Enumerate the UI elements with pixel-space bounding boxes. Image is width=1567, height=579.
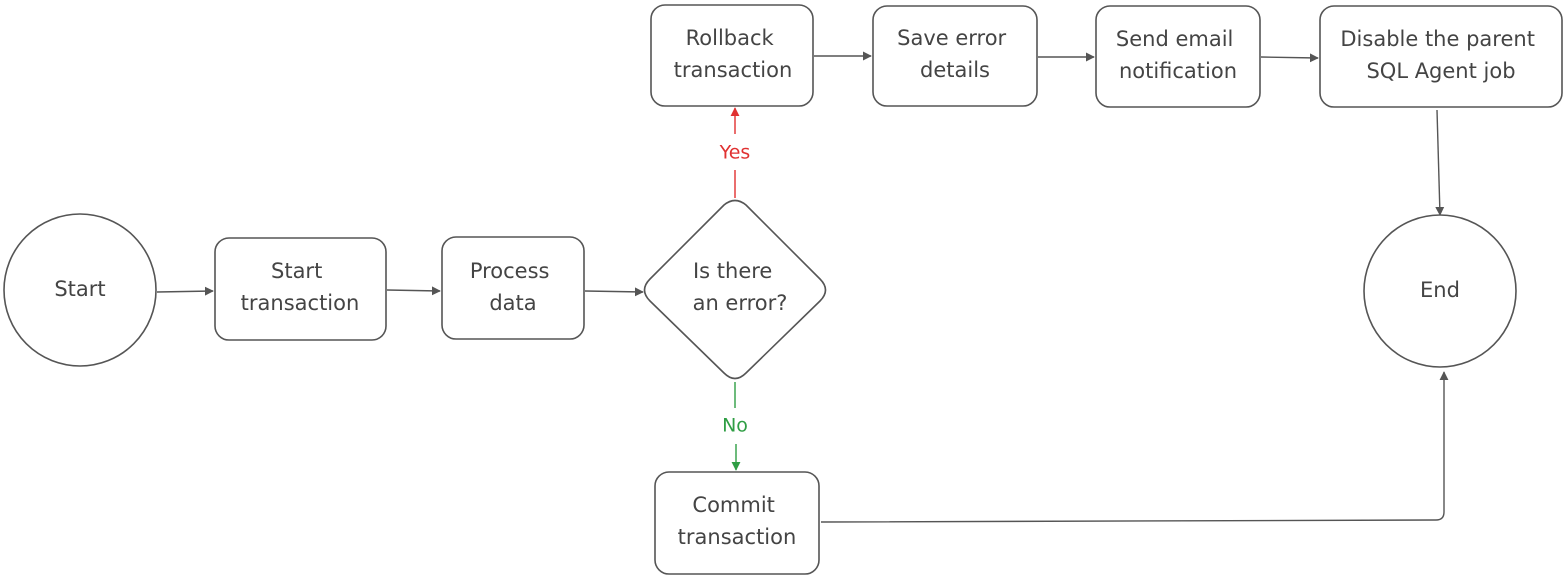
edge-label-no: No [722,415,748,437]
arrow-commit-to-end [820,371,1449,523]
node-start[interactable]: Start [3,213,157,367]
node-send-email-label: Send email notification [1116,27,1240,83]
arrow-start-to-start-transaction [156,286,214,296]
node-commit-label: Commit transaction [678,493,797,549]
arrow-start-transaction-to-process-data [386,286,441,296]
node-end-label: End [1420,278,1460,302]
node-save-error-label: Save error details [897,26,1013,82]
connectors [156,51,1449,523]
arrow-process-data-to-decision [584,287,644,297]
node-start-transaction-label: Start transaction [241,259,360,315]
node-decision-label: Is there an error? [693,259,788,315]
arrow-disable-job-to-end [1435,109,1445,216]
node-send-email-notification[interactable]: Send email notification [1095,5,1261,108]
node-rollback-label: Rollback transaction [674,26,793,82]
node-process-data[interactable]: Process data [441,236,585,340]
node-end[interactable]: End [1363,214,1517,368]
node-start-label: Start [54,277,105,301]
node-process-data-label: Process data [470,259,556,315]
node-decision-is-error[interactable]: Is there an error? [643,199,827,380]
node-disable-job-label: Disable the parent SQL Agent job [1340,27,1541,83]
node-rollback-transaction[interactable]: Rollback transaction [650,4,814,107]
node-disable-sql-agent-job[interactable]: Disable the parent SQL Agent job [1319,5,1563,108]
node-save-error-details[interactable]: Save error details [872,5,1038,107]
node-commit-transaction[interactable]: Commit transaction [654,471,820,575]
node-start-transaction[interactable]: Start transaction [214,237,387,341]
arrow-send-email-to-disable-job [1260,53,1319,63]
edge-label-yes: Yes [719,142,751,164]
